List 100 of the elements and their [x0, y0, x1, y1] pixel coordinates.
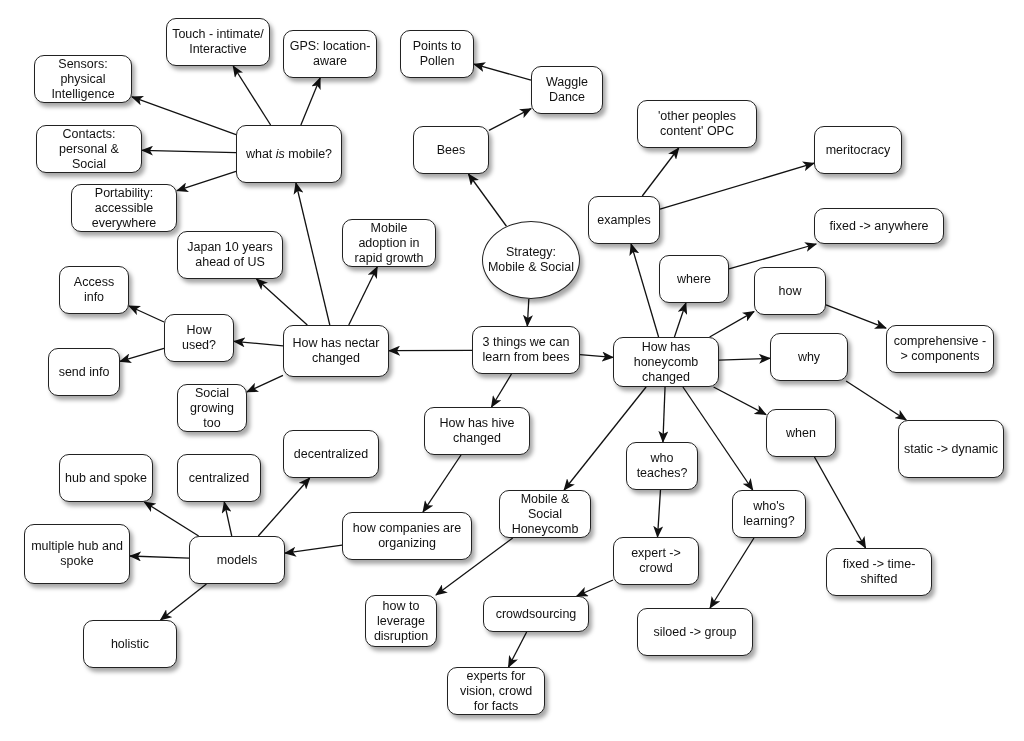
concept-box: [766, 409, 836, 457]
concept-box: [48, 348, 120, 396]
arrow: [176, 170, 237, 192]
arrow: [246, 374, 284, 393]
concept-box: [283, 325, 389, 377]
node-label: How used?: [180, 323, 218, 353]
arrow: [435, 537, 514, 596]
concept-box: [613, 537, 699, 585]
node-label: Strategy: Mobile & Social: [487, 245, 575, 275]
node-label: static -> dynamic: [903, 441, 999, 457]
arrow: [659, 161, 815, 210]
concept-box: [177, 384, 247, 432]
arrow: [232, 65, 272, 126]
concept-box: [814, 126, 902, 174]
node-label: siloed -> group: [653, 624, 737, 640]
concept-box: [365, 595, 437, 647]
arrow: [128, 305, 165, 323]
node-label: How has nectar changed: [291, 336, 381, 366]
concept-box: [164, 314, 234, 362]
arrow: [467, 173, 508, 227]
arrow: [825, 304, 887, 329]
arrow: [221, 501, 233, 537]
node-label: fixed -> time-shifted: [841, 557, 917, 587]
node-label: where: [676, 271, 711, 287]
arrow: [388, 345, 473, 356]
concept-box: [24, 524, 130, 584]
concept-box: [637, 608, 753, 656]
node-label: Sensors: physical Intelligence: [50, 56, 116, 102]
node-label: Touch - intimate/ Interactive: [171, 27, 265, 57]
arrow: [159, 583, 208, 621]
arrow: [629, 243, 660, 338]
node-label: Mobile & Social Honeycomb: [510, 491, 580, 537]
arrow: [575, 579, 614, 597]
concept-box: [59, 266, 129, 314]
node-label: Social growing too: [189, 385, 235, 431]
node-label: holistic: [110, 636, 150, 652]
concept-box: [531, 66, 603, 114]
arrow: [653, 489, 664, 538]
concept-box: [71, 184, 177, 232]
concept-box: [83, 620, 177, 668]
node-label: crowdsourcing: [495, 606, 577, 622]
node-label: Japan 10 years ahead of US: [186, 240, 274, 270]
node-label: Waggle Dance: [545, 75, 589, 105]
concept-box: [898, 420, 1004, 478]
node-label: Mobile adoption in rapid growth: [353, 220, 425, 266]
node-label: hub and spoke: [65, 470, 147, 486]
node-label: Portability: accessible everywhere: [90, 185, 158, 231]
node-label: multiple hub and spoke: [30, 539, 124, 569]
arrow: [129, 551, 190, 562]
arrow: [255, 278, 308, 326]
concept-box: [59, 454, 153, 502]
concept-box: [283, 30, 377, 78]
arrow: [119, 347, 165, 364]
concept-box: [36, 125, 142, 173]
arrow: [284, 544, 343, 557]
concept-box: [588, 196, 660, 244]
concept-box: [166, 18, 270, 66]
node-label: Contacts: personal & Social: [58, 126, 120, 172]
node-label: meritocracy: [825, 142, 891, 158]
node-label: examples: [597, 212, 651, 228]
arrow: [143, 501, 200, 537]
node-label: experts for vision, crowd for facts: [458, 668, 534, 714]
arrow: [728, 242, 818, 270]
node-label: comprehensive -> components: [892, 334, 988, 364]
arrow: [641, 147, 680, 197]
node-label: when: [786, 425, 816, 441]
concept-box: [659, 255, 729, 303]
arrow: [422, 454, 462, 513]
arrow: [563, 386, 647, 491]
node-label: models: [216, 552, 258, 568]
concept-box: [189, 536, 285, 584]
concept-box: [447, 667, 545, 715]
node-label: expert -> crowd: [630, 546, 682, 576]
node-label: 'other peoples content' OPC: [656, 109, 738, 139]
arrow: [131, 95, 237, 136]
concept-box: [626, 442, 698, 490]
arrow: [300, 77, 321, 126]
node-label: How has hive changed: [438, 416, 516, 446]
arrow: [658, 386, 669, 443]
node-label: who's learning?: [742, 499, 796, 529]
arrow: [257, 477, 311, 537]
concept-box: [613, 337, 719, 387]
concept-box: [400, 30, 474, 78]
concept-box: [472, 326, 580, 374]
node-label: How has honeycomb changed: [632, 339, 700, 385]
arrow: [522, 298, 533, 327]
arrow: [473, 62, 532, 81]
concept-box: [826, 548, 932, 596]
arrow: [507, 631, 528, 668]
concept-box: [637, 100, 757, 148]
concept-box: [177, 231, 283, 279]
concept-box: [424, 407, 530, 455]
concept-box: [177, 454, 261, 502]
concept-box: [342, 219, 436, 267]
arrow: [141, 145, 237, 156]
concept-box: [499, 490, 591, 538]
concept-box: [342, 512, 472, 560]
arrow: [718, 353, 771, 364]
node-label: 3 things we can learn from bees: [481, 335, 571, 365]
node-label: how to leverage disruption: [372, 598, 430, 644]
